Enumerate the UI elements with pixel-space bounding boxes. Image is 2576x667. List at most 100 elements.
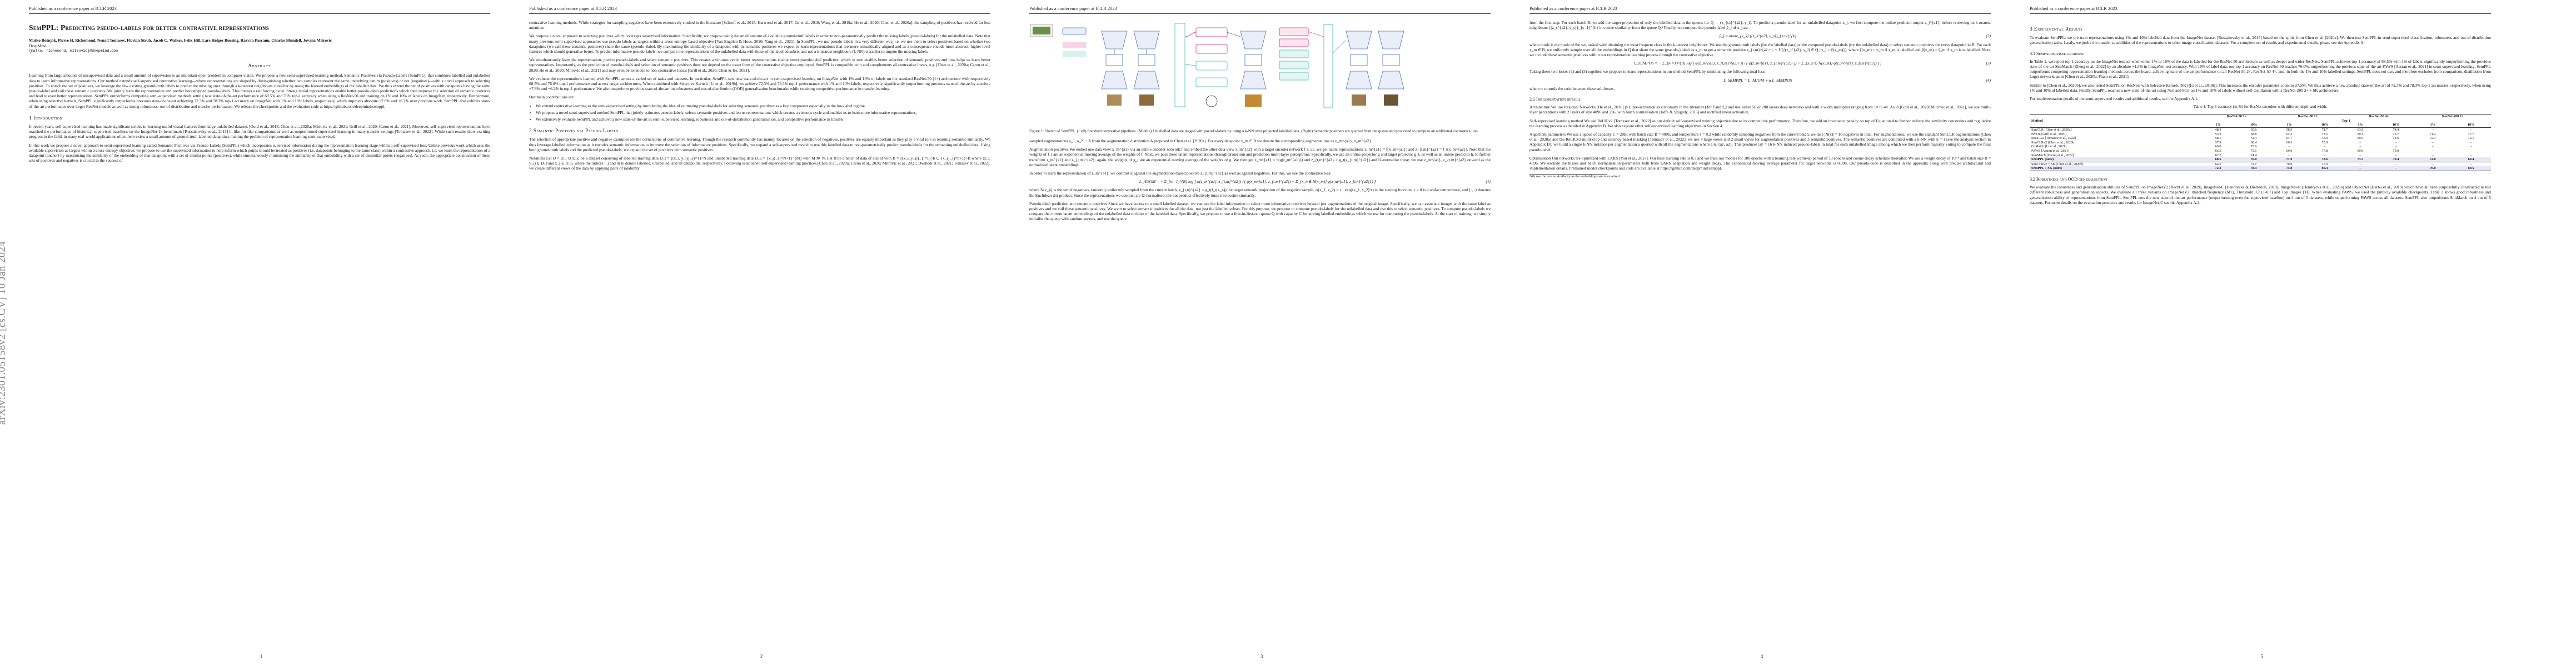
table-value-cell: – [2431, 145, 2434, 149]
table-value-cell: 71.7 [2321, 128, 2328, 132]
encoder-shape [1101, 71, 1128, 89]
right-panel [1279, 24, 1404, 108]
image-thumb-icon [1033, 27, 1050, 34]
body-paragraph: To evaluate SemPPL, we pre-train represe… [2030, 35, 2491, 46]
table-sub-header: 1% [2201, 123, 2235, 128]
section-heading-intro: 1 Introduction [29, 115, 63, 121]
body-paragraph: Pseudo-label prediction and semantic pos… [1029, 201, 1491, 222]
body-paragraph: where N(x_k) is the set of negatives, ra… [1029, 187, 1491, 198]
table-value-cell: – [2470, 140, 2472, 145]
table-sub-header: 1% [2343, 123, 2378, 128]
section-heading-results: 3 Experimental Results [2030, 26, 2083, 32]
body-paragraph: We propose a novel approach to selecting… [529, 33, 990, 54]
table-sub-header: 10% [2377, 123, 2415, 128]
knn-box [1195, 61, 1228, 71]
table-method-cell: ReLICv2 [Tomasev et al., 2022] [2031, 136, 2076, 141]
table-method-cell: SimCLRv2 [Chen et al., 2020b] [2031, 140, 2076, 145]
table-value-cell: – [2470, 128, 2472, 132]
body-paragraph: where α controls the ratio between these… [1529, 86, 1615, 91]
table-value-cell: 64.5 [2201, 161, 2235, 167]
table-value-cell: 80.4 [2306, 166, 2344, 171]
table-value-cell: 57.9 [2215, 140, 2221, 145]
equation-body: ŷ_j = mode_{y_s} {(z_s^{a2}, y_s)}_{s=1}… [1719, 33, 1797, 39]
table-value-cell: 69.1 [2357, 132, 2364, 136]
contribution-list: We extend contrastive learning to the se… [536, 103, 990, 122]
table-header-cell [2030, 123, 2201, 128]
body-paragraph: In Table 1, we report top-1 accuracy on … [2030, 58, 2491, 79]
table-method-header: Method [2031, 118, 2043, 123]
equation-3: L_SEMPOS = − Σ_{m=1}^{B} log [ φ(z_m^{a1… [1529, 61, 1991, 66]
header-rule [2030, 13, 2491, 14]
table-sub-header: 1% [2272, 123, 2306, 128]
equation-1: L_AUGM = − Σ_{m=1}^{B} log [ φ(z_m^{a1},… [1029, 179, 1491, 184]
knn-box [1279, 61, 1309, 69]
table-value-cell: 58.1 [2215, 136, 2221, 141]
equation-body: L_AUGM = − Σ_{m=1}^{B} log [ φ(z_m^{a1},… [1139, 179, 1376, 185]
table-value-cell: 66.5 [2215, 148, 2221, 153]
table-value-cell: 73.9 [2321, 136, 2328, 141]
contribution-item: We extensively evaluate SemPPL and achie… [536, 117, 990, 122]
table-sub-header: 10% [2235, 123, 2273, 128]
encoder-shape [1346, 31, 1372, 49]
table-value-cell: 68.4 [2250, 140, 2257, 145]
table-value-cell: 71.9 [2272, 157, 2306, 162]
table-value-cell: 76.0 [2235, 157, 2273, 162]
table-value-cell: – [2288, 153, 2290, 157]
table-value-cell: – [2324, 145, 2326, 149]
table-value-cell: 69.5 [2357, 136, 2364, 141]
table-value-cell: 73.5 [2321, 132, 2328, 136]
abstract-text: Learning from large amounts of unsupervi… [29, 73, 490, 109]
arrow [1184, 64, 1197, 66]
table-value-cell: 69.9 [2357, 148, 2364, 153]
table-value-cell: 76.1 [2468, 136, 2474, 141]
contribution-item: We propose a novel semi-supervised metho… [536, 110, 990, 115]
encoder-shape [1378, 31, 1404, 49]
loss-box [1279, 27, 1309, 36]
table-value-cell: 72.1 [2429, 136, 2436, 141]
table-header-cell [2030, 114, 2201, 119]
table-value-cell: 58.5 [2286, 128, 2293, 132]
subsection-heading: 2.1 Implementation details [1529, 97, 1581, 102]
table-method-cell: SemPPL (ours) [2030, 157, 2201, 162]
equation-4: L_SEMPPL = L_AUGM + α L_SEMPOS (4) [1529, 78, 1991, 83]
table-caption: Table 1: Top-1 accuracy (in %) for ResNe… [2193, 104, 2328, 109]
table-value-cell: 74.6 [2393, 136, 2399, 141]
page-5-body: 3 Experimental Results To evaluate SemPP… [2030, 20, 2491, 208]
body-paragraph: Self-supervised learning method We use R… [1529, 118, 1991, 128]
table-value-cell: 71.2 [2429, 132, 2436, 136]
table-method-cell: SemPPL + SK (ours) [2030, 166, 2201, 171]
running-header: Published as a conference paper at ICLR … [29, 6, 117, 11]
table-value-cell: 80.4 [2451, 157, 2491, 162]
equation-body: L_SEMPOS = − Σ_{m=1}^{B} log [ φ(z_m^{a1… [1633, 61, 1882, 66]
page-2-body: contrastive learning methods. While stra… [529, 20, 990, 175]
table-value-cell: 74.4 [2393, 128, 2399, 132]
table-value-cell: 79.4 [2377, 157, 2415, 162]
page-number: 4 [1760, 654, 1763, 659]
page-5: Published as a conference paper at ICLR … [2017, 0, 2507, 667]
table-value-cell: 77.0 [2306, 161, 2344, 167]
table-value-cell: 65.6 [2250, 128, 2257, 132]
image-thumb-icon [1384, 94, 1398, 106]
table-value-cell: 62.2 [2286, 132, 2293, 136]
table-sub-header: 10% [2451, 123, 2491, 128]
table-value-cell: 74.8 [2272, 166, 2306, 171]
abstract-heading: Abstract [248, 63, 271, 69]
projector-box [1105, 54, 1123, 66]
table-value-cell: – [2431, 128, 2434, 132]
table-method-cell: SimCLR [Chen et al., 2020a] [2031, 128, 2072, 132]
table-method-cell: CoMatch [Li et al., 2021] [2031, 145, 2067, 149]
table-value-cell: 76.0 [2414, 166, 2452, 171]
table-value-cell: – [2343, 166, 2378, 171]
arxiv-stamp: arXiv:2301.05158v2 [cs.CV] 10 Jan 2024 [0, 241, 8, 425]
arrow [1332, 39, 1347, 54]
figure-1 [1029, 20, 1491, 126]
table-value-cell: 67.2 [2215, 153, 2221, 157]
encoder-shape [1346, 71, 1372, 89]
equation-number: (1) [1486, 179, 1491, 185]
header-rule [1029, 13, 1491, 14]
